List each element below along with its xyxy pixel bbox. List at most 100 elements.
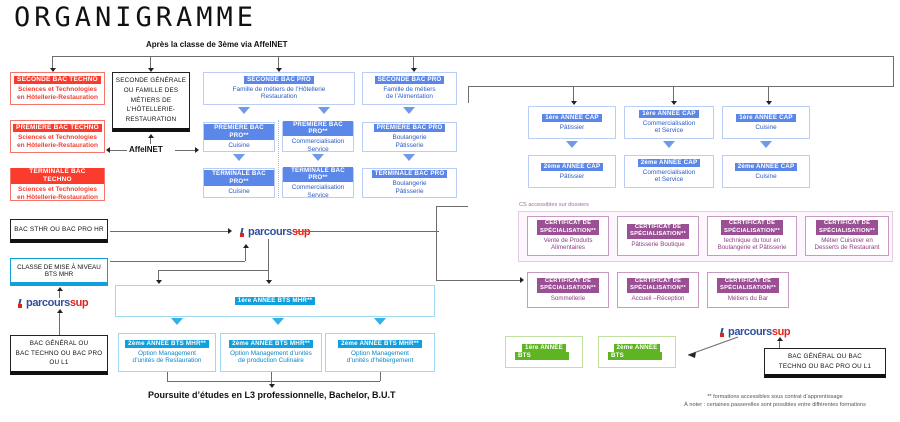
box-subtitle: Cuisine [755,172,777,180]
box-seconde-bac-pro-alimentation[interactable]: SECONDE BAC PRO Famille de métiers de l’… [362,72,457,105]
affelnet-label: AffelNET [129,145,163,154]
box-subtitle: Pâtisserie Boutique [631,240,685,248]
footnote-line-1: ** formations accessibles sous contrat d… [707,394,843,400]
triangle-down-bts-1 [171,318,183,325]
box-cap1-commercialisation[interactable]: 1ère ANNÉE CAP Commercialisation et Serv… [624,106,714,139]
box-cs-sommellerie[interactable]: CERTIFICAT DE SPÉCIALISATION** Sommeller… [527,272,609,308]
footer-riser [271,381,272,386]
arrow-down-bts-2 [266,280,272,284]
box-cs-technique-tour[interactable]: CERTIFICAT DE SPÉCIALISATION** technique… [707,216,797,256]
affelnet-riser [150,136,151,144]
parcoursup-right-diagonal-connector [687,336,739,358]
triangle-down-pro-1 [238,107,250,114]
box-subtitle: Commercialisation Service [291,138,345,153]
box-cs-metier-cuisinier[interactable]: CERTIFICAT DE SPÉCIALISATION** Métier Cu… [805,216,889,256]
box-subtitle: Cuisine [228,187,250,195]
box-cap1-patissier[interactable]: 1ère ANNÉE CAP Pâtissier [528,106,616,139]
box-bac-general-left[interactable]: BAC GÉNÉRAL OU BAC TECHNO OU BAC PRO OU … [10,335,108,375]
arrow-right-cs [520,277,524,283]
box-premiere-bac-pro-commercialisation[interactable]: PREMIÈRE BAC PRO** Commercialisation Ser… [282,120,354,153]
box-tag: 1ère ANNÉE CAP [736,113,796,122]
box-terminale-bac-pro-commercialisation[interactable]: TERMINALE BAC PRO** Commercialisation Se… [282,166,354,199]
mise-niveau-to-parcoursup-line [110,261,245,262]
line-2: TECHNO OU BAC PRO OU L1 [778,362,872,370]
box-tag: TERMINALE BAC PRO** [204,170,274,186]
top-bus-line [52,56,894,57]
parcoursup-logo-right: parcours sup [720,326,791,338]
box-bac-general-right[interactable]: BAC GÉNÉRAL OU BAC TECHNO OU BAC PRO OU … [764,348,886,378]
box-tag: SECONDE BAC TECHNO [14,75,101,84]
box-tag: PREMIÈRE BAC PRO** [204,124,274,140]
affelnet-right-line [175,150,195,151]
triangle-down-pro-2 [318,107,330,114]
box-bts-mhr-restauration[interactable]: 2ème ANNÉE BTS MHR** Option Management d… [118,333,216,372]
box-tag-2: BTS [515,352,569,360]
triangle-down-cap-3 [760,141,772,148]
dotted-separator [278,120,279,198]
box-bts-green-year2[interactable]: 2ème ANNÉE BTS [598,336,676,368]
box-seconde-generale[interactable]: SECONDE GÉNÉRALE OU FAMILLE DES MÉTIERS … [112,72,190,132]
box-bts-green-year1[interactable]: 1ère ANNÉE BTS [505,336,583,368]
box-subtitle: Cuisine [755,123,777,131]
arrow-up-parcoursup-left-bottom [57,309,63,313]
box-bts-mhr-culinaire[interactable]: 2ème ANNÉE BTS MHR** Option Management d… [220,333,322,372]
arrow-left-affelnet [106,147,110,153]
box-subtitle: Sciences et Technologies en Hôtellerie-R… [17,185,98,201]
box-cap2-cuisine[interactable]: 2ème ANNÉE CAP Cuisine [722,155,810,188]
box-terminale-bac-pro-cuisine[interactable]: TERMINALE BAC PRO** Cuisine [203,168,275,198]
arrow-down-2 [148,68,154,72]
cs-connector-horizontal [436,280,520,281]
box-seconde-bac-pro-hotellerie[interactable]: SECONDE BAC PRO Famille de métiers de l’… [203,72,355,105]
box-tag: 1ère ANNÉE CAP [542,113,602,122]
box-terminale-bac-pro-boulangerie[interactable]: TERMINALE BAC PRO Boulangerie Pâtisserie [362,168,457,198]
box-mise-a-niveau[interactable]: CLASSE DE MISE À NIVEAU BTS MHR [10,258,108,286]
box-cs-patisserie-boutique[interactable]: CERTIFICAT DE SPÉCIALISATION** Pâtisseri… [617,216,699,256]
box-premiere-bac-techno[interactable]: PREMIÈRE BAC TECHNO Sciences et Technolo… [10,120,105,153]
arrow-right-affelnet [195,147,199,153]
box-cap2-patissier[interactable]: 2ème ANNÉE CAP Pâtissier [528,155,616,188]
box-cap2-commercialisation[interactable]: 2ème ANNÉE CAP Commercialisation et Serv… [624,155,714,188]
box-subtitle: Boulangerie Pâtisserie [392,180,427,195]
triangle-down-cap-1 [566,141,578,148]
line-5: RESTAURATION [125,116,177,124]
arrow-down-cap-1 [571,101,577,105]
arrow-up-parcoursup-left-top [57,287,63,291]
box-cs-metiers-bar[interactable]: CERTIFICAT DE SPÉCIALISATION** Métiers d… [707,272,789,308]
box-subtitle: Vente de Produits Alimentaires [543,236,593,252]
box-subtitle: technique du tour en Boulangerie et Pâti… [717,236,787,252]
box-tag: 2ème ANNÉE BTS MHR** [338,339,422,348]
box-subtitle: Option Management d’unités d’hébergement [346,349,414,365]
top-header-label: Après la classe de 3ème via AffelNET [146,40,288,49]
box-subtitle: Sciences et Technologies en Hôtellerie-R… [17,85,98,101]
arrow-down-3 [276,68,282,72]
box-label: BAC STHR OU BAC PRO HR [14,225,104,233]
arrow-down-cap-2 [671,101,677,105]
merge-drop-3 [380,372,381,381]
box-bts-mhr-year1[interactable]: 1ère ANNÉE BTS MHR** [115,285,435,317]
box-tag: CERTIFICAT DE SPÉCIALISATION** [721,220,783,235]
box-premiere-bac-pro-cuisine[interactable]: PREMIÈRE BAC PRO** Cuisine [203,122,275,152]
affelnet-left-line [110,150,127,151]
cs-connector-vertical [436,206,437,280]
box-bts-mhr-hebergement[interactable]: 2ème ANNÉE BTS MHR** Option Management d… [325,333,435,372]
box-tag: CERTIFICAT DE SPÉCIALISATION** [627,224,689,239]
box-bac-sthr[interactable]: BAC STHR OU BAC PRO HR [10,219,108,243]
bts-feed-vertical [268,239,269,270]
box-cs-accueil-reception[interactable]: CERTIFICAT DE SPÉCIALISATION** Accueil –… [617,272,699,308]
arrow-up-bac-general-right [777,337,783,341]
cap-drop-1 [573,86,574,103]
parcoursup-left-up-line [59,289,60,298]
box-seconde-bac-techno[interactable]: SECONDE BAC TECHNO Sciences et Technolog… [10,72,105,105]
cap-drop-0 [468,86,469,103]
triangle-down-bts-3 [374,318,386,325]
box-cap1-cuisine[interactable]: 1ère ANNÉE CAP Cuisine [722,106,810,139]
parcoursup-mark-icon [240,227,247,237]
arrow-down-bts-1 [156,280,162,284]
line-4: L’HÔTELLERIE- [126,106,176,114]
top-drop-1 [52,56,53,70]
box-tag: SECONDE BAC PRO [374,75,445,84]
box-cs-vente-produits[interactable]: CERTIFICAT DE SPÉCIALISATION** Vente de … [527,216,609,256]
box-premiere-bac-pro-boulangerie[interactable]: PREMIÈRE BAC PRO Boulangerie Pâtisserie [362,122,457,152]
triangle-down-prem-2 [312,154,324,161]
box-terminale-bac-techno[interactable]: TERMINALE BAC TECHNO Sciences et Technol… [10,167,105,201]
